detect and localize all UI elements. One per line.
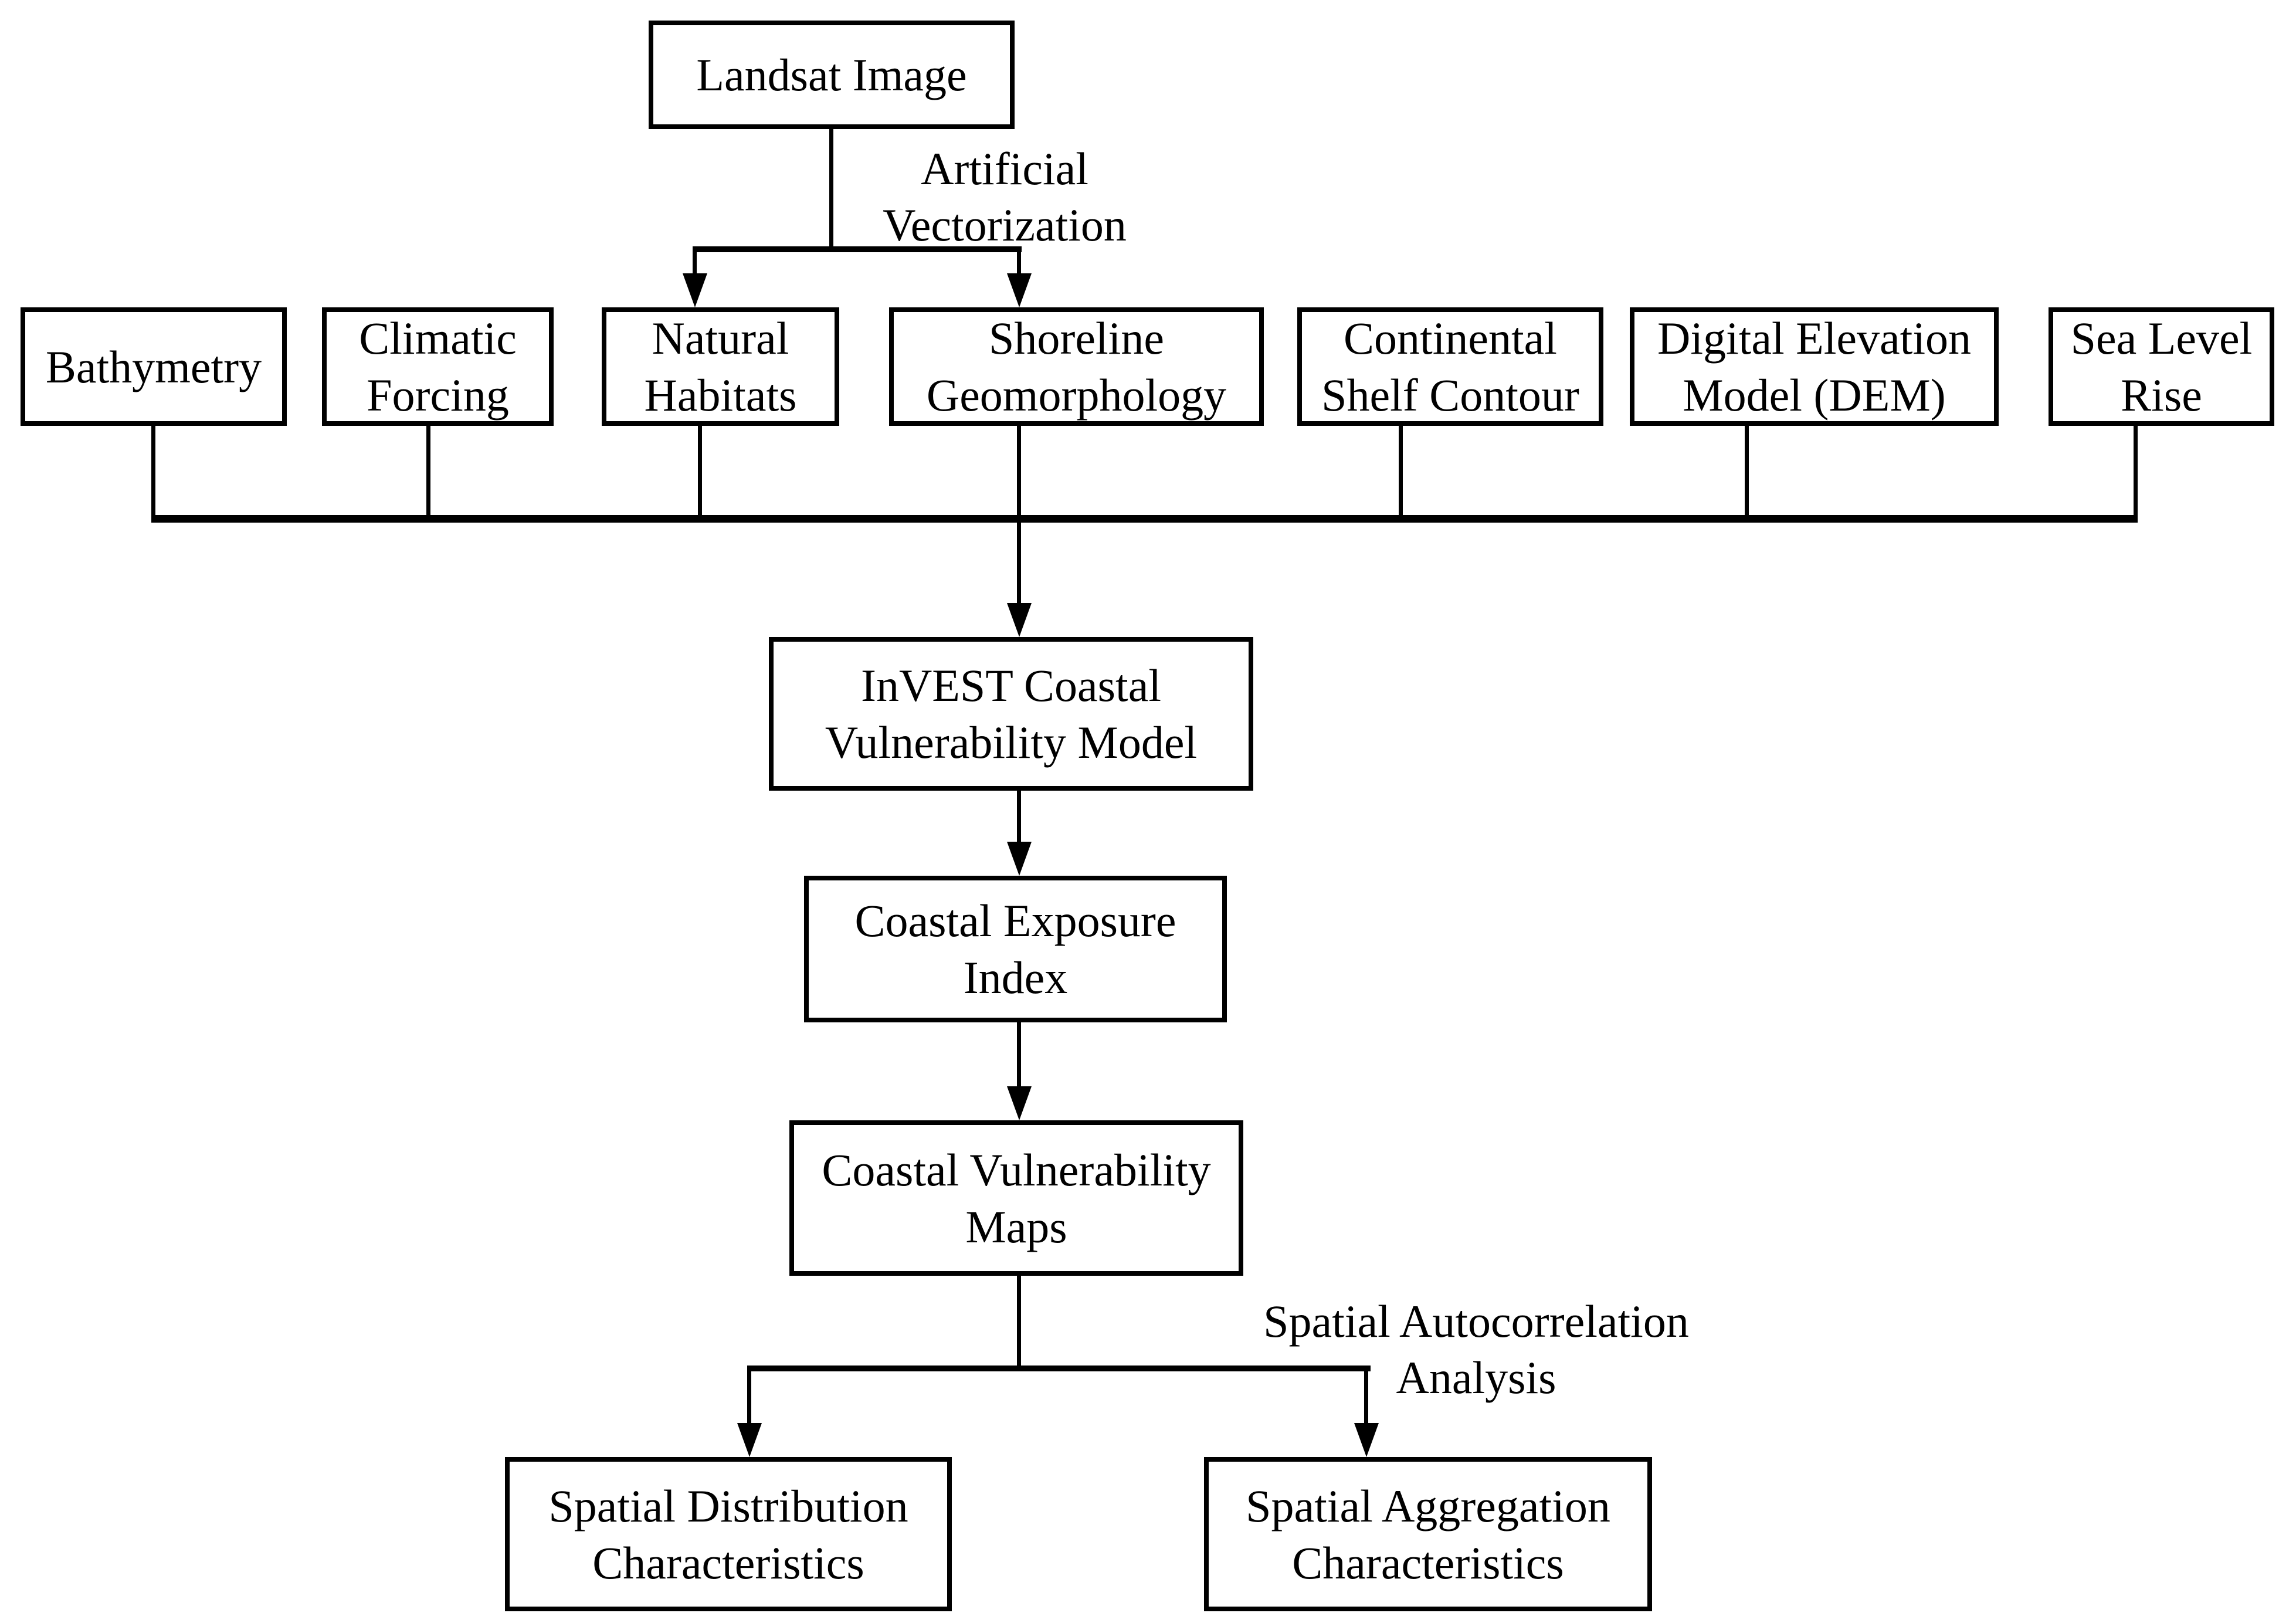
connector-bus-bar <box>151 515 2138 523</box>
connector-maps-down <box>1017 1276 1021 1370</box>
node-bathymetry: Bathymetry <box>21 307 287 426</box>
arrowhead-into-exposure <box>1007 842 1032 876</box>
connector-to-shoreline <box>1017 246 1021 277</box>
node-continental-shelf-contour: Continental Shelf Contour <box>1297 307 1603 426</box>
node-sea-level-rise: Sea Level Rise <box>2049 307 2274 426</box>
arrowhead-into-shoreline <box>1007 273 1032 307</box>
arrowhead-into-invest <box>1007 603 1032 637</box>
node-coastal-vulnerability-maps: Coastal Vulnerability Maps <box>789 1120 1243 1276</box>
edge-label-spatial-autocorrelation-analysis: Spatial Autocorrelation Analysis <box>1263 1296 1689 1403</box>
connector-landsat-split-bar <box>693 246 1022 252</box>
node-shoreline-geomorphology: Shoreline Geomorphology <box>889 307 1264 426</box>
connector-to-distribution <box>747 1366 751 1427</box>
connector-to-aggregation <box>1364 1366 1368 1427</box>
node-natural-habitats: Natural Habitats <box>602 307 839 426</box>
connector-bus-to-invest <box>1017 521 1021 605</box>
connector-to-natural-habitats <box>693 246 697 277</box>
connector-landsat-down <box>829 129 833 249</box>
node-spatial-aggregation-characteristics: Spatial Aggregation Characteristics <box>1204 1457 1652 1611</box>
connector-dem-down <box>1745 423 1749 519</box>
connector-climatic-down <box>426 423 430 519</box>
node-coastal-exposure-index: Coastal Exposure Index <box>804 876 1227 1022</box>
node-spatial-distribution-characteristics: Spatial Distribution Characteristics <box>505 1457 952 1611</box>
arrowhead-into-maps <box>1007 1086 1032 1120</box>
connector-bathymetry-down <box>151 423 155 519</box>
connector-shoreline-down <box>1017 423 1021 519</box>
edge-label-artificial-vectorization: Artificial Vectorization <box>883 143 1127 250</box>
connector-exposure-to-maps <box>1017 1022 1021 1090</box>
connector-bottom-split-bar <box>748 1366 1371 1371</box>
node-digital-elevation-model: Digital Elevation Model (DEM) <box>1630 307 1999 426</box>
node-invest-coastal-vulnerability-model: InVEST Coastal Vulnerability Model <box>769 637 1253 791</box>
arrowhead-into-natural-habitats <box>683 273 707 307</box>
connector-invest-to-exposure <box>1017 791 1021 845</box>
arrowhead-into-distribution <box>737 1423 762 1457</box>
connector-sealevel-down <box>2134 423 2138 519</box>
node-climatic-forcing: Climatic Forcing <box>322 307 554 426</box>
arrowhead-into-aggregation <box>1354 1423 1379 1457</box>
node-landsat-image: Landsat Image <box>649 21 1015 129</box>
connector-natural-down <box>698 423 702 519</box>
connector-continental-down <box>1399 423 1403 519</box>
